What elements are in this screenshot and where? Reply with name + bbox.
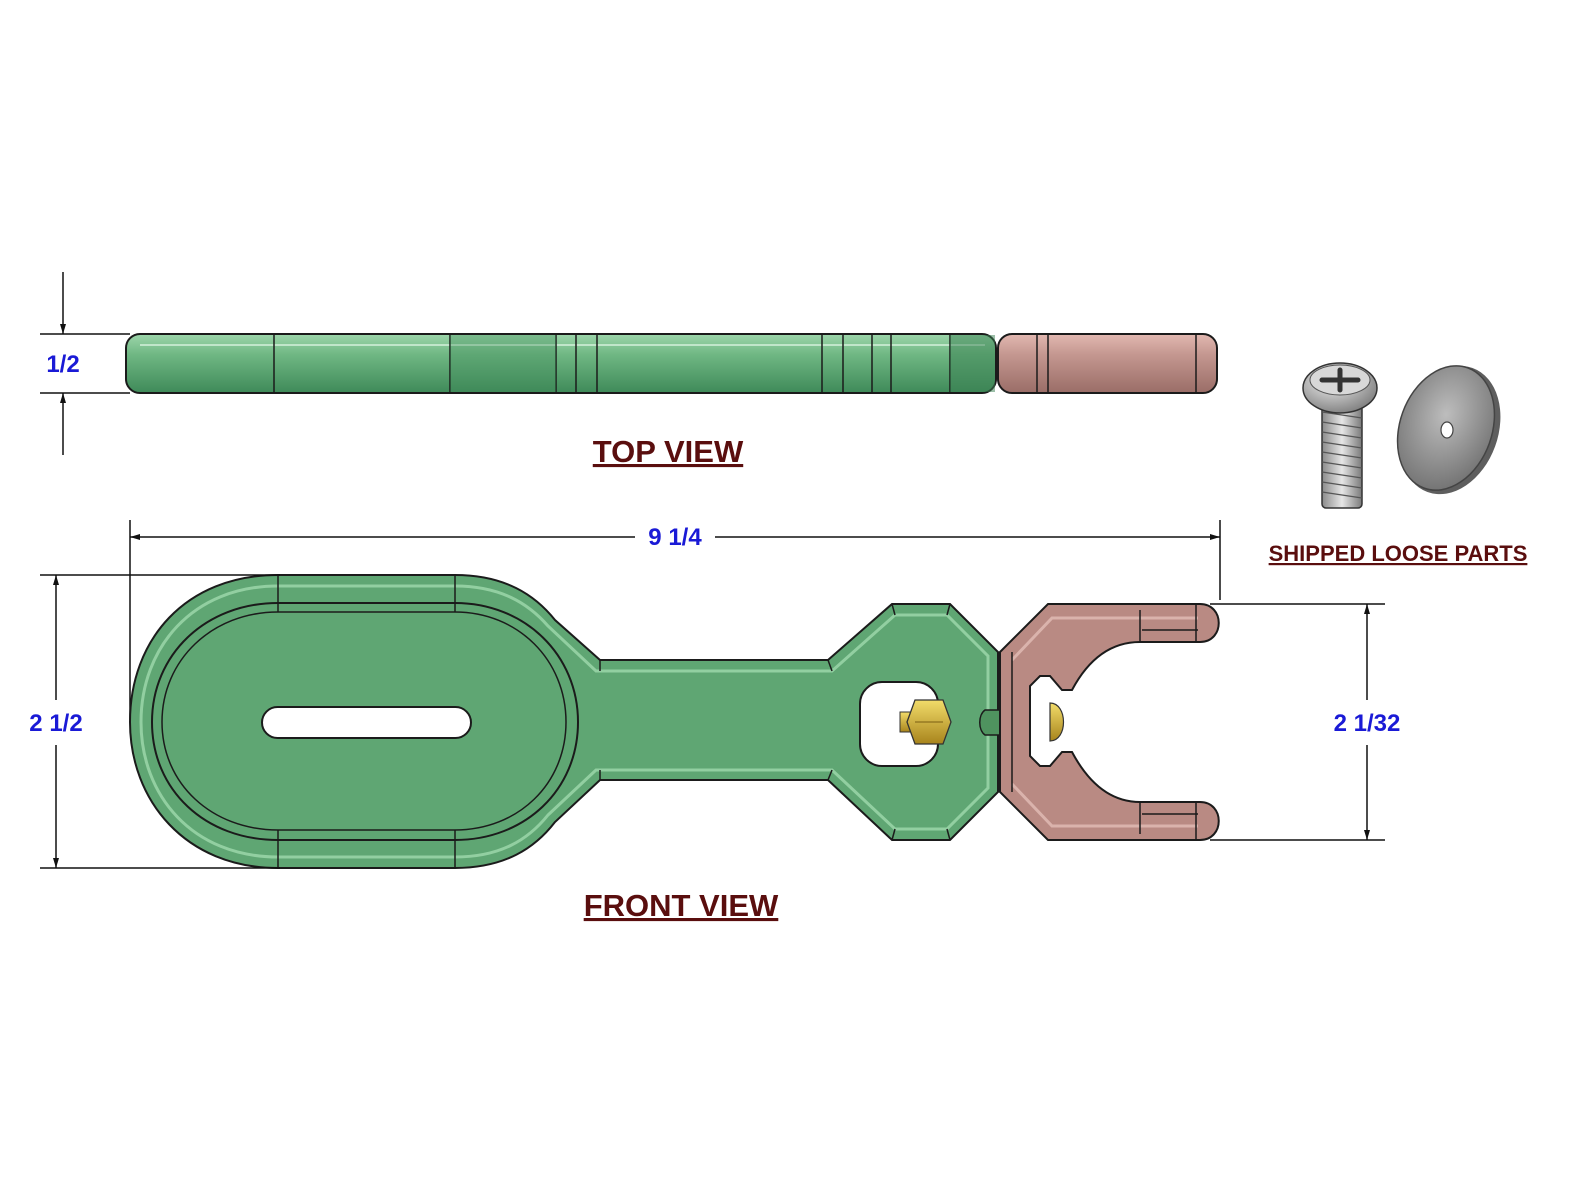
fork-bolt-icon [1049, 702, 1064, 742]
overall-length-dimension [129, 520, 1221, 720]
top-view-fork [997, 333, 1218, 394]
thickness-dimension [40, 272, 130, 455]
fork-height-dimension-label: 2 1/32 [1334, 710, 1401, 737]
front-view-oval-inner [161, 611, 567, 831]
front-view-fork-lines [1011, 604, 1198, 840]
washer-icon [1396, 365, 1501, 495]
top-view-shadow-band [950, 335, 995, 392]
front-view-joint [979, 709, 1001, 736]
fork-height-dimension [1210, 603, 1385, 841]
front-view-title: FRONT VIEW [584, 888, 779, 923]
top-view-title: TOP VIEW [593, 434, 744, 469]
top-view-shadow-band [450, 335, 556, 392]
front-view-slot [261, 706, 472, 739]
screw-icon [1302, 362, 1378, 509]
overall-height-dimension-label: 2 1/2 [29, 710, 82, 737]
overall-length-dimension-label: 9 1/4 [648, 524, 702, 551]
overall-height-dimension [40, 574, 280, 869]
front-view [128, 574, 1220, 869]
front-view-fork [999, 603, 1220, 841]
front-view-fork-bevel [1010, 616, 1198, 828]
top-view [125, 333, 1218, 394]
brass-nut-icon [899, 699, 952, 745]
top-view-handle [125, 333, 997, 394]
thickness-dimension-label: 1/2 [46, 351, 79, 378]
front-view-segment-lines [277, 575, 951, 868]
shipped-loose-parts-title: SHIPPED LOOSE PARTS [1269, 541, 1528, 566]
